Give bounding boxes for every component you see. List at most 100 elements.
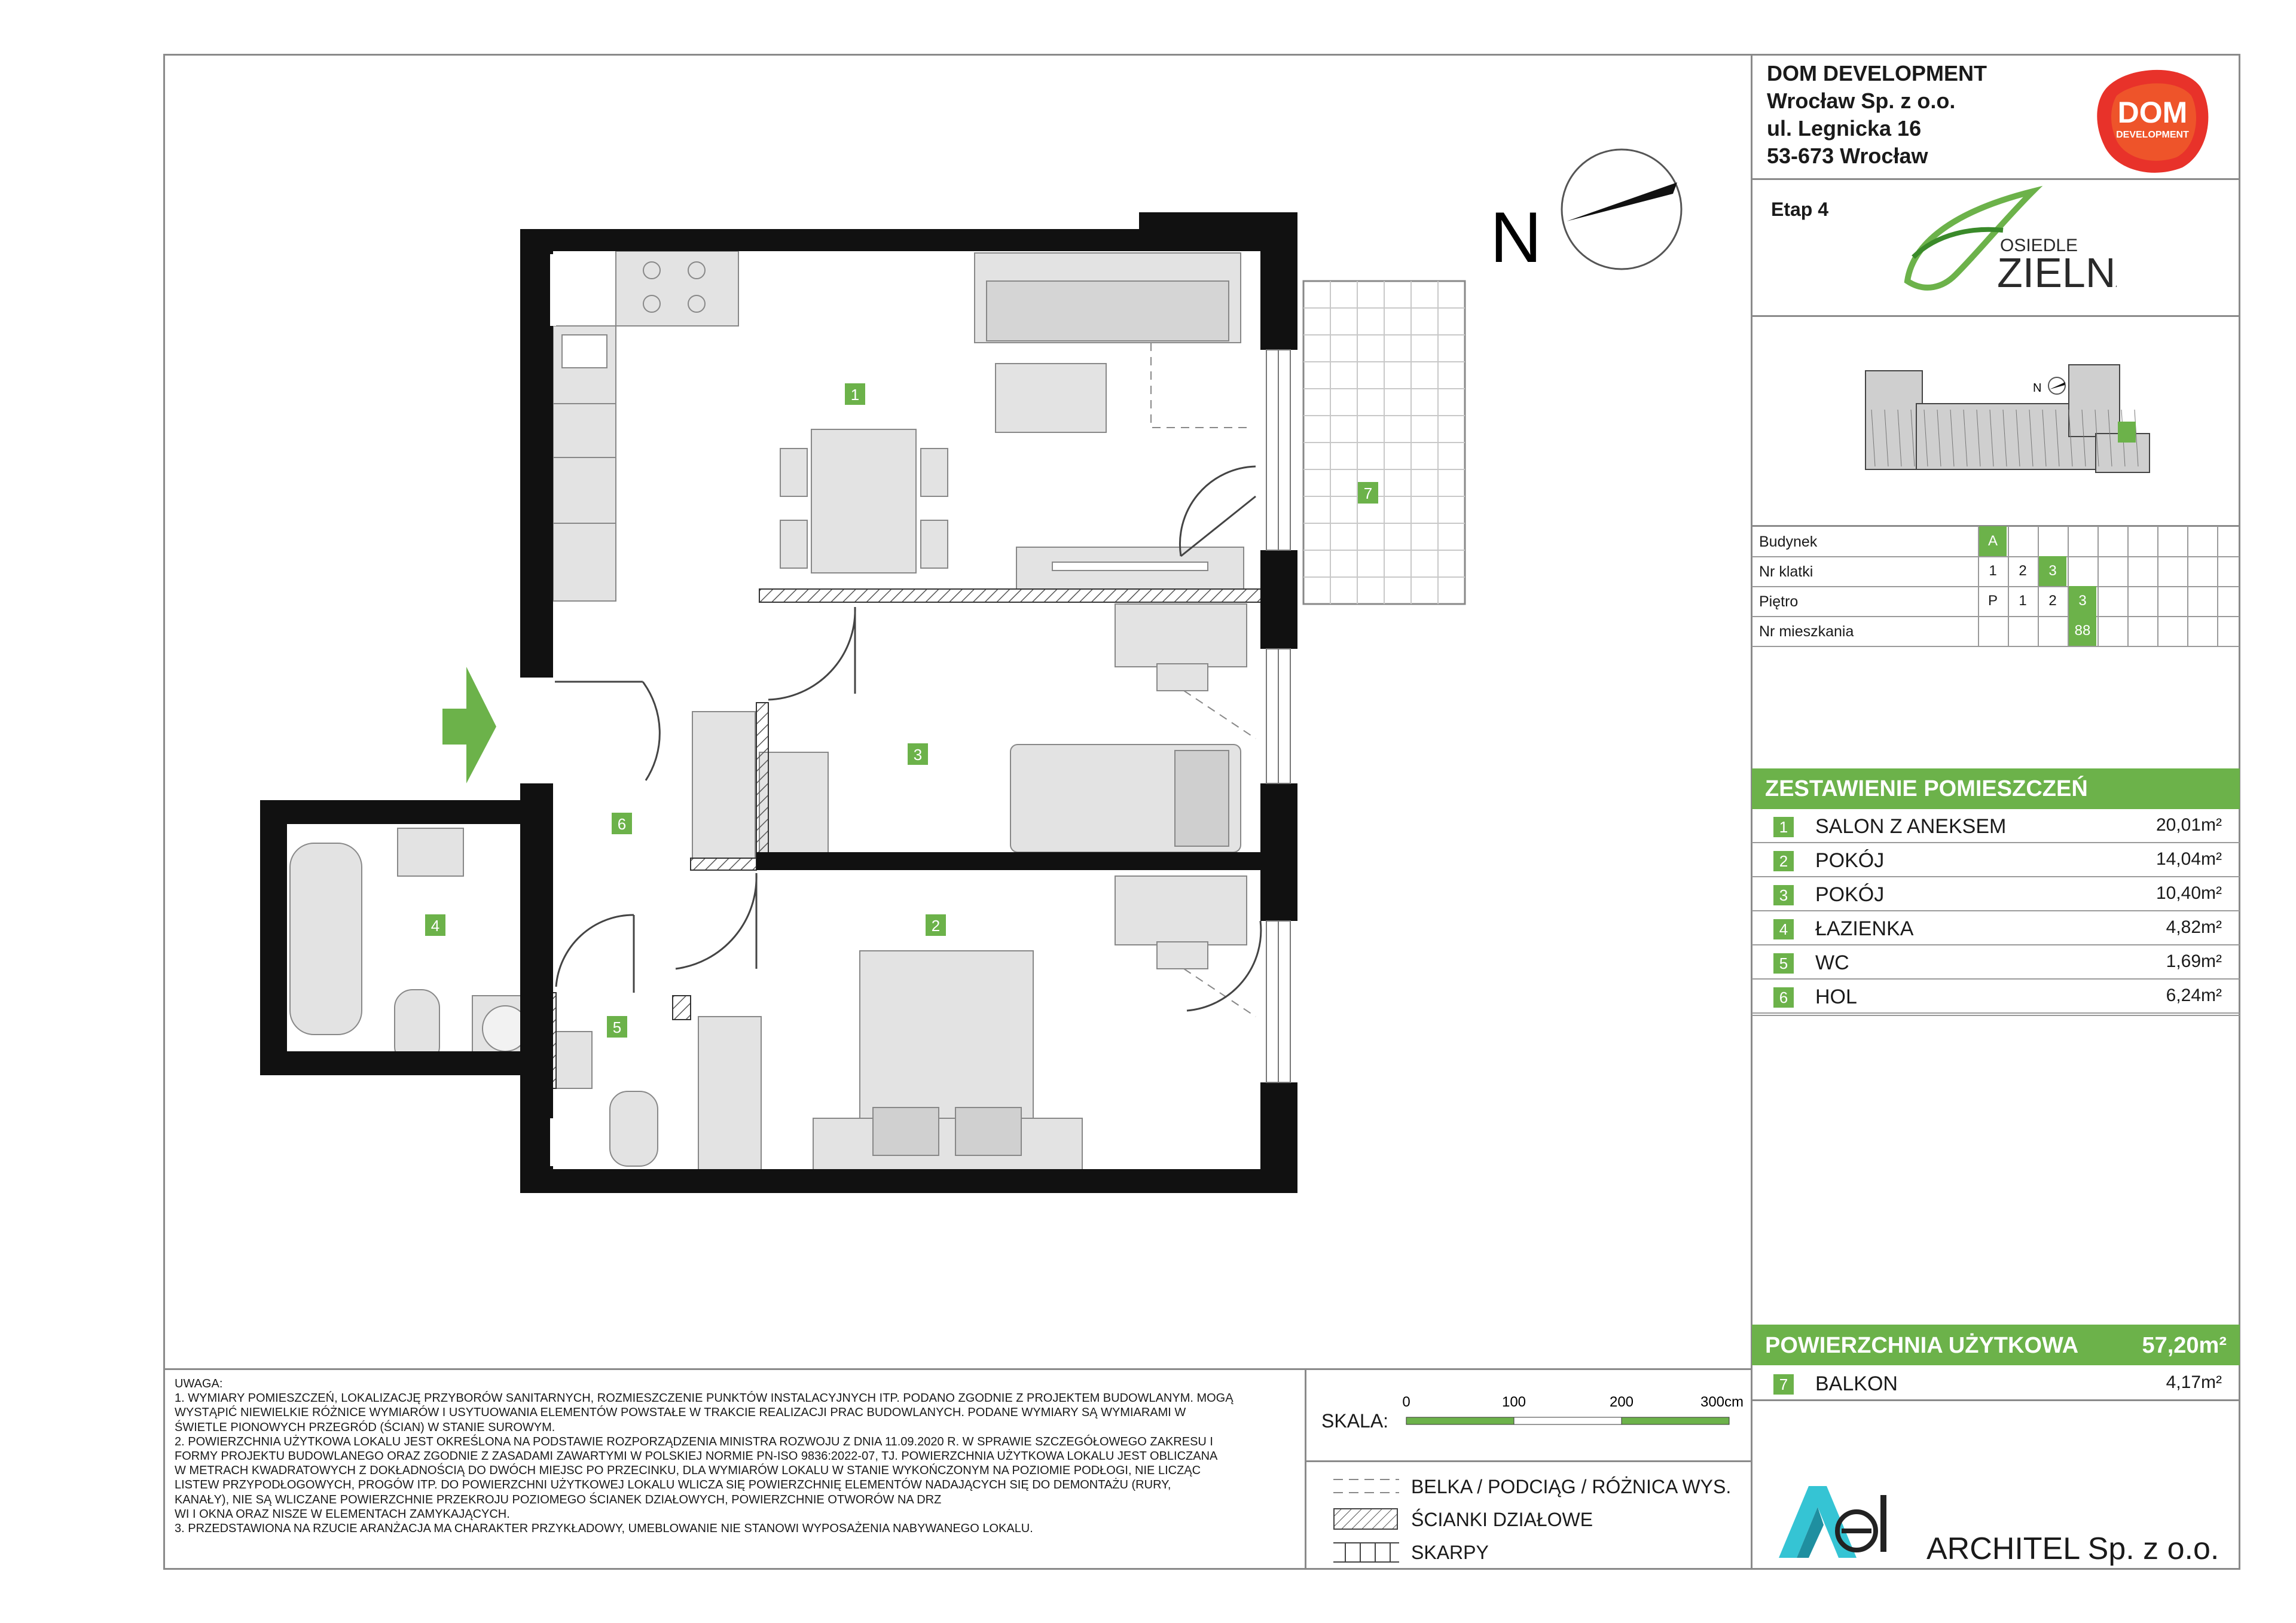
room-row: 6 HOL 6,24m² xyxy=(1752,980,2240,1014)
room-label-box xyxy=(1358,482,1378,504)
osiedle-zielna-logo: OSIEDLE ZIELNA xyxy=(1904,185,2117,296)
wardrobe-hall-2 xyxy=(698,1016,762,1173)
room-label-box xyxy=(425,914,445,936)
site-plan-key: N xyxy=(1865,364,2150,473)
grid-cell: P xyxy=(1978,586,2007,616)
header-line-2 xyxy=(1751,315,2240,317)
grid-cell xyxy=(2217,616,2246,646)
grid-row-label: Nr mieszkania xyxy=(1759,623,1854,640)
room-name: WC xyxy=(1815,951,1849,974)
wall-recesses xyxy=(287,254,556,1166)
note-line: LISTEW PRZYPODŁOGOWYCH, PROGÓW ITP. DO P… xyxy=(175,1478,1171,1492)
company-line: 53-673 Wrocław xyxy=(1767,144,1928,168)
dashed-beams xyxy=(1150,343,1256,1017)
grid-cell xyxy=(2127,586,2156,616)
oven xyxy=(552,457,616,524)
note-line: WI I OKNA ORAZ NISZE W ELEMENTACH ZAMYKA… xyxy=(175,1507,510,1521)
grid-cell xyxy=(2157,586,2186,616)
scale-bar: 0 100 200 300cm xyxy=(1402,1394,1744,1425)
hatched-wall-icon xyxy=(1333,1508,1398,1530)
grid-cell: 1 xyxy=(2008,586,2037,616)
company-line: ul. Legnicka 16 xyxy=(1767,116,1922,141)
coffee-table xyxy=(995,363,1107,433)
grid-cell: 1 xyxy=(1978,556,2007,586)
scale-tick: 300cm xyxy=(1700,1394,1744,1410)
grid-row-label: Piętro xyxy=(1759,593,1799,610)
scale-label: SKALA: xyxy=(1321,1410,1389,1432)
room-row: 1 SALON Z ANEKSEM 20,01m² xyxy=(1752,809,2240,843)
rooms-header: ZESTAWIENIE POMIESZCZEŃ xyxy=(1752,768,2240,809)
legend-item: SKARPY xyxy=(1333,1538,1752,1568)
grid-cell xyxy=(2008,526,2037,556)
compass-needle xyxy=(1567,182,1677,221)
grid-cell: 88 xyxy=(2068,616,2096,646)
grid-cell xyxy=(2217,556,2246,586)
legend-top-line xyxy=(1305,1460,1752,1462)
dom-development-logo: DOM DEVELOPMENT xyxy=(2097,69,2209,173)
svg-text:DOM: DOM xyxy=(2118,96,2188,129)
company-line: Wrocław Sp. z o.o. xyxy=(1767,89,1956,113)
room-label: 1 xyxy=(851,386,859,404)
grid-row-label: Nr klatki xyxy=(1759,563,1813,580)
room-name: POKÓJ xyxy=(1815,849,1885,872)
room-area: 1,69m² xyxy=(2166,951,2222,971)
grid-cell: 2 xyxy=(2038,586,2066,616)
room-label: 3 xyxy=(914,746,922,764)
balcony-tile-grid xyxy=(1303,281,1465,604)
grid-cell xyxy=(2127,526,2156,556)
company-line: DOM DEVELOPMENT xyxy=(1767,61,1987,86)
svg-text:N: N xyxy=(2033,382,2041,395)
room-area: 20,01m² xyxy=(2155,815,2222,835)
notes-top-line xyxy=(163,1368,1752,1370)
balcony-number: 7 xyxy=(1773,1374,1794,1395)
dishwasher xyxy=(552,403,616,458)
room-number: 6 xyxy=(1773,987,1794,1008)
room-area: 14,04m² xyxy=(2155,849,2222,869)
drawing-sheet xyxy=(163,54,2240,1570)
architel-logo xyxy=(1779,1486,1886,1558)
sheet-divider-vertical xyxy=(1751,54,1752,1570)
grid-cell xyxy=(2097,586,2126,616)
note-line: 2. POWIERZCHNIA UŻYTKOWA LOKALU JEST OKR… xyxy=(175,1435,1213,1448)
room-number: 3 xyxy=(1773,885,1794,905)
grid-cell xyxy=(2187,526,2216,556)
balcony-name: BALKON xyxy=(1815,1372,1898,1395)
bathroom-sink xyxy=(397,828,464,877)
dining-table xyxy=(811,429,917,573)
grid-cell xyxy=(2187,616,2216,646)
note-line: UWAGA: xyxy=(175,1377,223,1390)
room-area: 6,24m² xyxy=(2166,986,2222,1005)
grid-cell xyxy=(2097,556,2126,586)
total-area-label: POWIERZCHNIA UŻYTKOWA xyxy=(1765,1333,2079,1358)
bed-headboard xyxy=(813,1118,1083,1173)
grid-cell: 2 xyxy=(2008,556,2037,586)
site-plan-apartment-highlight xyxy=(2118,422,2136,443)
wardrobe-hall xyxy=(692,711,756,859)
grid-cell xyxy=(2008,616,2037,646)
balcony-row: 7 BALKON 4,17m² xyxy=(1752,1366,2240,1401)
total-area-row: POWIERZCHNIA UŻYTKOWA 57,20m² xyxy=(1752,1325,2240,1365)
svg-text:ZIELNA: ZIELNA xyxy=(1997,249,2117,296)
grid-cell xyxy=(2068,526,2096,556)
notes: UWAGA:1. WYMIARY POMIESZCZEŃ, LOKALIZACJ… xyxy=(175,1377,1305,1536)
legend-item: ŚCIANKI DZIAŁOWE xyxy=(1333,1505,1752,1535)
room-name: HOL xyxy=(1815,986,1857,1008)
legend-item: BELKA / PODCIĄG / RÓŻNICA WYS. xyxy=(1333,1472,1752,1502)
room-label: 7 xyxy=(1364,484,1372,502)
room-name: SALON Z ANEKSEM xyxy=(1815,815,2007,838)
grid-cell xyxy=(2038,616,2066,646)
grid-cell xyxy=(1978,616,2007,646)
furniture xyxy=(289,251,1247,1173)
room-number: 1 xyxy=(1773,817,1794,837)
room-label-box xyxy=(908,743,928,765)
note-line: W METRACH KWADRATOWYCH Z DOKŁADNOŚCIĄ DO… xyxy=(175,1464,1201,1478)
legend-line-right xyxy=(1751,1399,2240,1401)
bathtub xyxy=(289,843,362,1035)
compass-circle xyxy=(1561,148,1683,270)
desk-room2 xyxy=(1115,875,1247,945)
architect-name: ARCHITEL Sp. z o.o. xyxy=(1926,1532,2219,1566)
doors xyxy=(550,465,1262,1012)
